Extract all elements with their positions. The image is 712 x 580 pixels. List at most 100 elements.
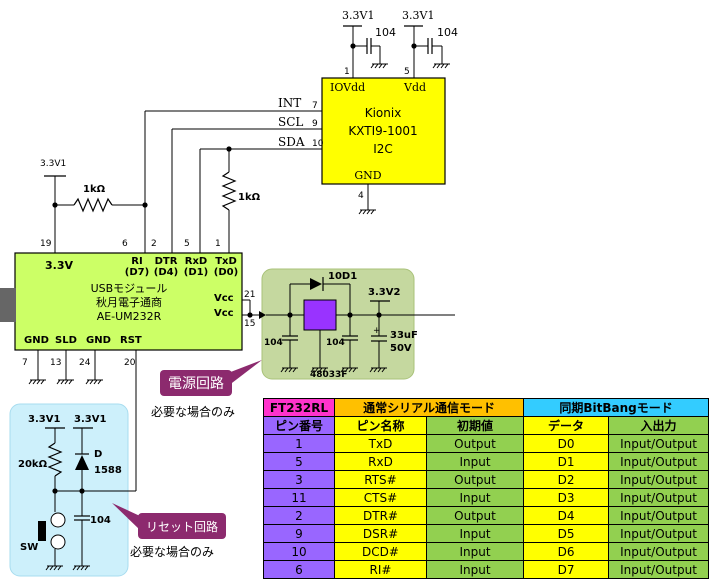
cell-pin: 9 (263, 524, 335, 543)
svg-text:SDA: SDA (278, 135, 305, 149)
cell-init: Output (425, 506, 525, 525)
svg-text:104: 104 (326, 338, 345, 348)
power-circuit-panel (261, 268, 415, 380)
power-circuit: 10D1 48033F 104 104 3.3V2 + 33u (264, 271, 455, 380)
svg-text:33uF: 33uF (390, 330, 418, 341)
svg-text:(D7): (D7) (125, 267, 149, 278)
header-io: 入出力 (608, 416, 710, 435)
usb-module (14, 252, 243, 351)
svg-text:19: 19 (40, 239, 52, 249)
cell-init: Input (425, 542, 525, 561)
cell-io: Input/Output (608, 506, 710, 525)
header-pin-number: ピン番号 (263, 416, 335, 435)
cell-name: RxD (334, 452, 427, 471)
cell-data: D2 (523, 470, 610, 489)
module-3v3-label: 3.3V (45, 259, 73, 272)
svg-text:9: 9 (312, 119, 318, 129)
svg-text:3.3V1: 3.3V1 (28, 414, 60, 425)
svg-text:13: 13 (50, 358, 61, 368)
pin-table: FT232RL 通常シリアル通信モード 同期BitBangモード ピン番号 ピン… (263, 398, 710, 579)
svg-text:TxD: TxD (215, 256, 237, 267)
svg-text:104: 104 (437, 26, 458, 39)
cell-pin: 5 (263, 452, 335, 471)
svg-text:20: 20 (124, 358, 136, 368)
sensor-gnd-label: GND (354, 169, 381, 182)
svg-text:3.3V2: 3.3V2 (368, 287, 400, 298)
reset-circuit: 3.3V1 3.3V1 20kΩ D 1588 SW 104 (18, 414, 122, 571)
header-initial-value: 初期値 (425, 416, 525, 435)
svg-text:+: + (373, 326, 381, 336)
cell-name: DTR# (334, 506, 427, 525)
header-sync-mode: 同期BitBangモード (523, 398, 710, 417)
svg-text:6: 6 (122, 239, 128, 249)
cell-pin: 10 (263, 542, 335, 561)
svg-text:2: 2 (151, 239, 157, 249)
sensor-iovdd-label: IOVdd (330, 81, 365, 94)
svg-text:1kΩ: 1kΩ (83, 184, 106, 195)
power-circuit-callout: 電源回路 必要な場合のみ (151, 360, 262, 419)
svg-text:必要な場合のみ: 必要な場合のみ (151, 404, 235, 419)
cell-pin: 6 (263, 560, 335, 579)
svg-text:1: 1 (344, 67, 350, 77)
sensor-ground: 4 (358, 184, 376, 215)
svg-text:(D0): (D0) (214, 267, 238, 278)
sensor-supply-vdd: 3.3V1 104 5 (402, 9, 458, 78)
cell-name: TxD (334, 434, 427, 453)
cell-name: CTS# (334, 488, 427, 507)
cell-init: Input (425, 452, 525, 471)
cell-name: RI# (334, 560, 427, 579)
svg-text:3.3V1: 3.3V1 (40, 159, 66, 169)
header-data: データ (523, 416, 610, 435)
svg-text:10D1: 10D1 (328, 271, 357, 282)
cell-io: Input/Output (608, 470, 710, 489)
reset-circuit-callout: リセット回路 必要な場合のみ (112, 503, 226, 559)
svg-text:3.3V1: 3.3V1 (342, 9, 374, 22)
sensor-vdd-label: Vdd (403, 81, 426, 94)
svg-text:48033F: 48033F (310, 370, 347, 380)
svg-text:21: 21 (244, 290, 255, 300)
cell-pin: 3 (263, 470, 335, 489)
ri-pullup: 3.3V1 1kΩ (40, 159, 148, 253)
svg-text:1588: 1588 (94, 465, 122, 476)
cell-data: D3 (523, 488, 610, 507)
svg-text:1kΩ: 1kΩ (238, 192, 261, 203)
module-line3: AE-UM232R (97, 310, 162, 323)
svg-text:DTR: DTR (155, 256, 178, 267)
cell-data: D1 (523, 452, 610, 471)
svg-text:5: 5 (184, 239, 190, 249)
svg-text:(D4): (D4) (154, 267, 178, 278)
svg-text:24: 24 (79, 358, 91, 368)
header-chip: FT232RL (263, 398, 335, 417)
sensor-supply-iovdd: 3.3V1 104 1 (342, 9, 396, 78)
svg-text:10: 10 (312, 139, 324, 149)
svg-text:7: 7 (22, 358, 28, 368)
svg-text:RST: RST (120, 335, 142, 346)
svg-text:INT: INT (278, 96, 301, 110)
cell-name: RTS# (334, 470, 427, 489)
svg-text:電源回路: 電源回路 (168, 376, 224, 392)
svg-text:リセット回路: リセット回路 (146, 519, 218, 534)
svg-text:RI: RI (131, 256, 142, 267)
svg-text:50V: 50V (390, 343, 412, 354)
svg-text:SCL: SCL (278, 115, 303, 129)
cell-pin: 11 (263, 488, 335, 507)
header-pin-name: ピン名称 (334, 416, 427, 435)
cell-io: Input/Output (608, 524, 710, 543)
module-grounds (28, 350, 103, 385)
cell-init: Input (425, 488, 525, 507)
svg-text:104: 104 (90, 515, 111, 526)
module-line1: USBモジュール (91, 282, 168, 295)
svg-text:104: 104 (375, 26, 396, 39)
signal-wires: 1kΩ INT SCL SDA 7 9 10 (144, 96, 324, 253)
cell-io: Input/Output (608, 542, 710, 561)
cell-data: D7 (523, 560, 610, 579)
cell-data: D4 (523, 506, 610, 525)
cell-data: D6 (523, 542, 610, 561)
